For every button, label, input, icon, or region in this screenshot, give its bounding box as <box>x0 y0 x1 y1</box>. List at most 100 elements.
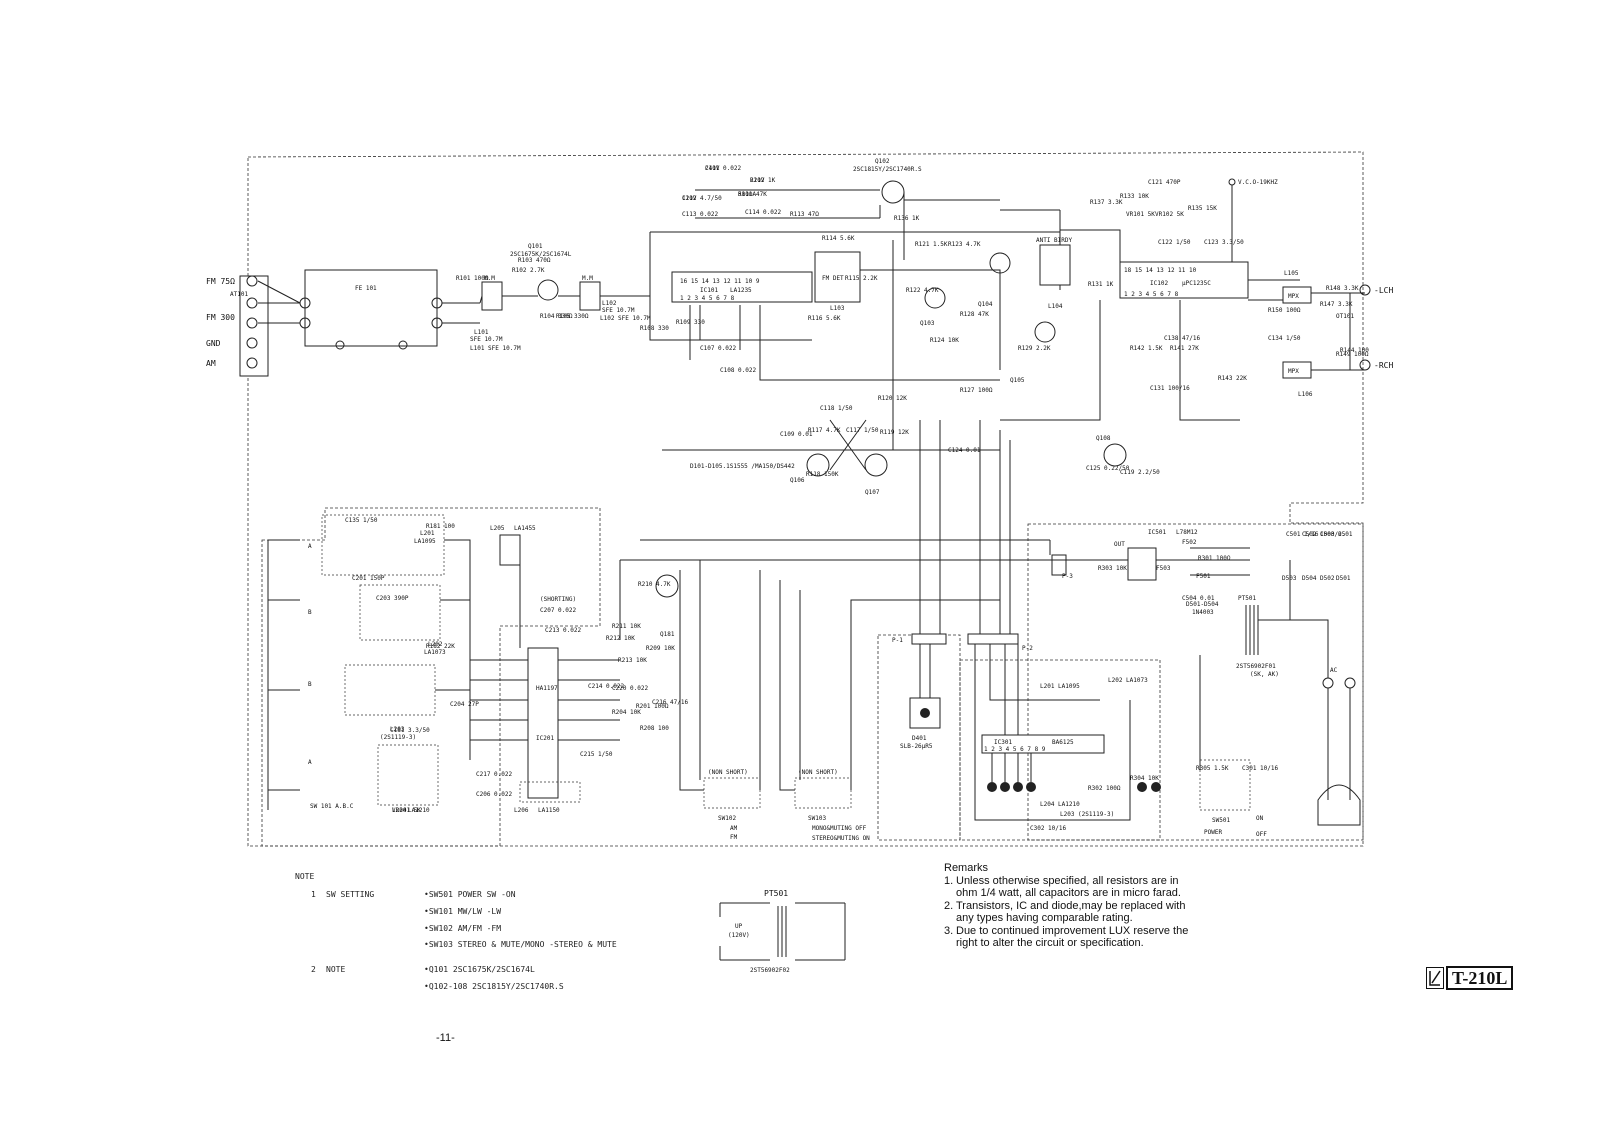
note-sec1-item: •SW102 AM/FM -FM <box>424 924 502 933</box>
component-label: R102 2.7K <box>512 267 545 274</box>
svg-text:Q107: Q107 <box>865 489 880 496</box>
note-sec1-number: 1 <box>311 890 316 899</box>
svg-text:OFF: OFF <box>1256 831 1267 838</box>
component-label: C112 4.7/50 <box>682 195 722 202</box>
component-label: VR102 5K <box>1155 211 1184 218</box>
ic102-block: 18 15 14 13 12 11 10 IC102 µPC1235C 1 2 … <box>1119 261 1249 299</box>
svg-text:Q181: Q181 <box>660 631 675 638</box>
component-label: F502 <box>1182 539 1197 546</box>
ic201-block: HA1197 IC201 <box>527 647 559 799</box>
component-label: R148 3.3K <box>1326 285 1359 292</box>
component-label: R105 330Ω <box>556 313 589 320</box>
component-label: C504 0.01 <box>1182 595 1215 602</box>
component-label: C108 0.022 <box>720 367 757 374</box>
component-label: R113 47Ω <box>790 211 819 218</box>
svg-text:LA1073: LA1073 <box>424 649 446 656</box>
fe101-label: FE 101 <box>355 285 377 292</box>
component-label: R118 150K <box>806 471 839 478</box>
component-label: R129 2.2K <box>1018 345 1051 352</box>
q102-transistor: Q102 2SC1815Y/2SC1740R.S <box>853 158 922 204</box>
component-label: R136 1K <box>894 215 920 222</box>
sw103-switch: (NON SHORT) SW103 MONO&MUTING OFF STEREO… <box>794 769 870 842</box>
q101-transistor: Q101 2SC1675K/2SC1674L <box>510 243 572 301</box>
mpx-block-r: MPX L106 <box>1282 361 1313 398</box>
component-label: C134 1/50 <box>1268 335 1301 342</box>
component-label: R181 100 <box>426 523 455 530</box>
svg-text:AM: AM <box>730 825 738 832</box>
svg-text:PT501: PT501 <box>1238 595 1256 602</box>
component-label: R211 10K <box>612 623 641 630</box>
am-label: AM <box>206 359 216 368</box>
sw101-label: SW 101 A.B.C <box>310 803 354 810</box>
rch-label: -RCH <box>1374 361 1393 370</box>
component-label: R117 4.7K <box>808 427 841 434</box>
component-label: 220V <box>750 177 765 184</box>
component-label: C215 1/50 <box>580 751 613 758</box>
component-label: D502 <box>1320 575 1335 582</box>
q181-transistor: Q181 <box>655 574 679 638</box>
svg-text:L205: L205 <box>490 525 505 532</box>
fm75-label: FM 75Ω <box>206 277 235 286</box>
component-label: C207 0.022 <box>540 607 577 614</box>
svg-text:STEREO&MUTING ON: STEREO&MUTING ON <box>812 835 870 842</box>
component-label: C114 0.022 <box>745 209 782 216</box>
lamp-section-outline <box>877 634 961 841</box>
component-label: R143 22K <box>1218 375 1247 382</box>
component-label: C301 10/16 <box>1242 765 1279 772</box>
svg-text:LA1150: LA1150 <box>538 807 560 814</box>
svg-text:(NON SHORT): (NON SHORT) <box>798 769 838 776</box>
remarks-block: Remarks 1.Unless otherwise specified, al… <box>944 862 1194 950</box>
note-heading: NOTE <box>295 872 315 881</box>
svg-text:P-3: P-3 <box>1062 573 1073 580</box>
sw103-label: SW103 <box>808 815 826 822</box>
d501-note: D501-D504 <box>1186 601 1219 608</box>
svg-text:MPX: MPX <box>1288 293 1299 300</box>
fe101-block: FE 101 <box>299 269 443 350</box>
ic102-part: µPC1235C <box>1182 280 1211 287</box>
svg-text:1 2 3 4 5 6 7 8: 1 2 3 4 5 6 7 8 <box>1124 291 1179 298</box>
lch-jack <box>1359 284 1371 296</box>
component-label: L201 LA1095 <box>1040 683 1080 690</box>
svg-text:POWER: POWER <box>1204 829 1222 836</box>
lch-label: -LCH <box>1374 286 1393 295</box>
ic101-block: 16 15 14 13 12 11 10 9 IC101 LA1235 1 2 … <box>671 271 813 303</box>
svg-text:D401: D401 <box>912 735 927 742</box>
component-label: C217 0.022 <box>476 771 513 778</box>
component-label: R123 4.7K <box>948 241 981 248</box>
component-label: R116 5.6K <box>808 315 841 322</box>
vco-label: V.C.O-19KHZ <box>1238 179 1278 186</box>
component-label: C206 0.022 <box>476 791 513 798</box>
q101-part: 2SC1675K/2SC1674L <box>510 251 572 258</box>
component-label: C204 27P <box>450 701 479 708</box>
component-label: D504 <box>1302 575 1317 582</box>
svg-text:SFE 10.7M: SFE 10.7M <box>470 336 503 343</box>
component-label: C111 0.022 <box>705 165 742 172</box>
note-sec2-item: •Q101 2SC1675K/2SC1674L <box>424 965 535 974</box>
component-label: R101 100Ω <box>456 275 489 282</box>
component-label: R131 1K <box>1088 281 1114 288</box>
q108-transistor: Q108 <box>1096 435 1127 467</box>
component-label: 500mA <box>738 191 756 198</box>
component-label: R104 330Ω <box>540 313 573 320</box>
antenna-terminal: FM 75Ω AT101 FM 300 GND AM <box>206 275 269 377</box>
component-label: R305 1.5K <box>1196 765 1229 772</box>
svg-text:M.M: M.M <box>484 275 495 282</box>
q101-label: Q101 <box>528 243 543 250</box>
component-label: C181 3.3/50 <box>390 727 430 734</box>
component-label: R122 4.7K <box>906 287 939 294</box>
component-label: L204 LA1210 <box>1040 801 1080 808</box>
svg-text:P-2: P-2 <box>1022 645 1033 652</box>
component-label: R135 15K <box>1188 205 1217 212</box>
component-label: C122 1/50 <box>1158 239 1191 246</box>
q106-transistor: Q106 <box>790 453 830 484</box>
component-label: C118 1/50 <box>820 405 853 412</box>
component-label: C135 1/50 <box>345 517 378 524</box>
ic201-label: IC201 <box>536 735 554 742</box>
q105-transistor: Q105 <box>1010 321 1056 384</box>
note-sec1-item: •SW103 STEREO & MUTE/MONO -STEREO & MUTE <box>424 940 617 949</box>
l206-filter: L206 LA1150 <box>514 781 581 814</box>
component-label: R208 100 <box>640 725 669 732</box>
ot101-label: OT101 <box>1336 313 1354 320</box>
q104-transistor: Q104 <box>978 252 1011 308</box>
ic101-label: IC101 <box>700 287 718 294</box>
